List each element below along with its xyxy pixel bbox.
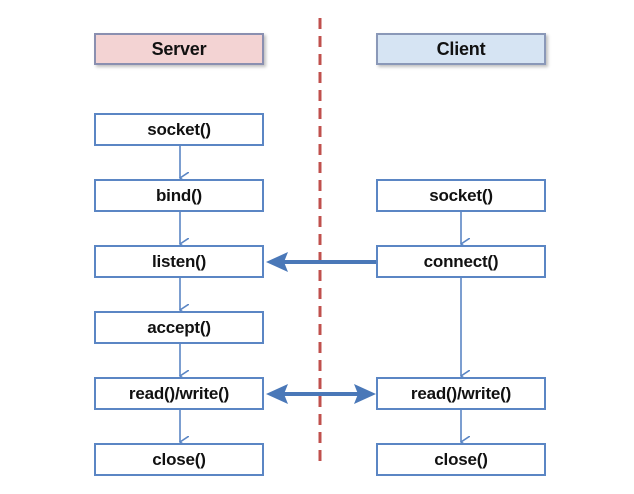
server-readwrite-box: read()/write(): [94, 377, 264, 410]
client-connect-box: connect(): [376, 245, 546, 278]
client-header: Client: [376, 33, 546, 65]
connect-to-listen-arrow: [266, 252, 376, 272]
client-socket-box: socket(): [376, 179, 546, 212]
server-close-box: close(): [94, 443, 264, 476]
client-readwrite-box: read()/write(): [376, 377, 546, 410]
server-header: Server: [94, 33, 264, 65]
server-socket-box: socket(): [94, 113, 264, 146]
server-listen-box: listen(): [94, 245, 264, 278]
server-accept-box: accept(): [94, 311, 264, 344]
client-close-box: close(): [376, 443, 546, 476]
server-bind-box: bind(): [94, 179, 264, 212]
readwrite-data-exchange-arrow: [266, 384, 376, 404]
